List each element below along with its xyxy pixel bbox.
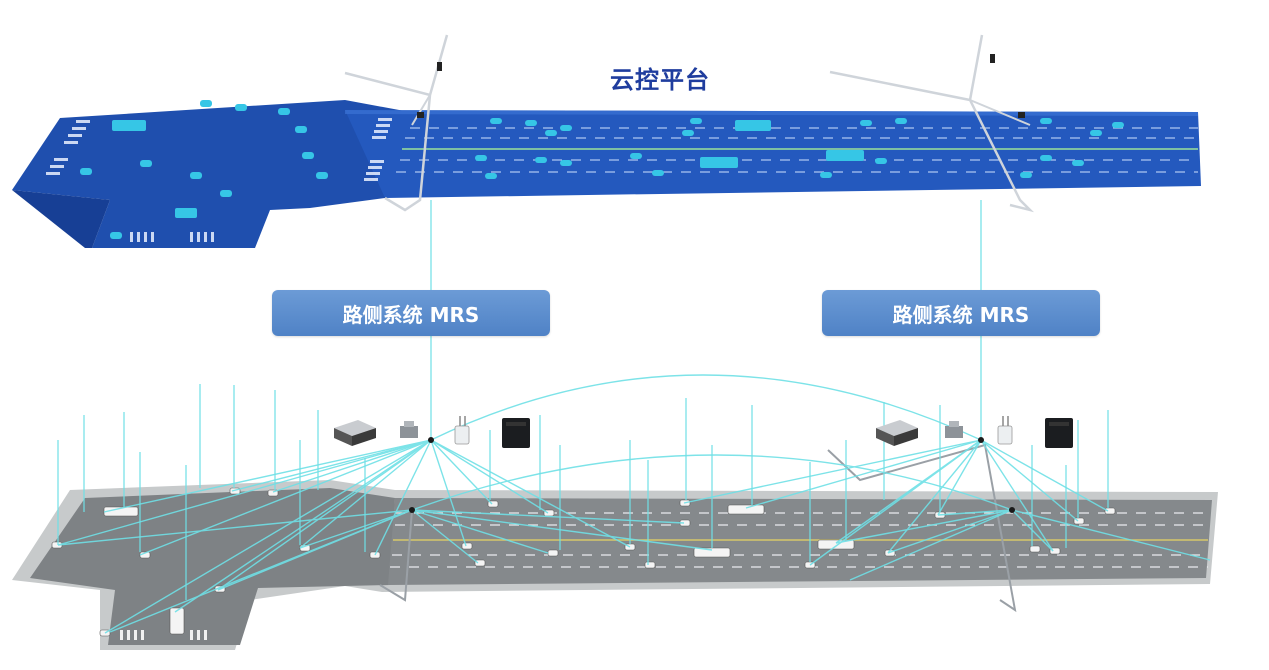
digital-twin-layer [12,34,1201,248]
physical-intersection [30,488,395,645]
edge-computing-unit-right [876,420,918,446]
data-beams [57,384,1109,600]
camera-device-left [400,421,418,438]
sensor-links [57,374,1211,634]
physical-road-layer [12,443,1218,650]
mrs-label-right: 路侧系统 MRS [822,290,1100,336]
digital-main-road [345,110,1201,198]
radar-device-left [454,416,470,445]
digital-intersection [12,100,410,248]
server-box-right [1045,418,1073,448]
server-box-left [502,418,530,448]
mrs-label-left: 路侧系统 MRS [272,290,550,336]
cloud-platform-title: 云控平台 [610,66,710,94]
sensor-nodes [409,437,1015,513]
camera-device-right [945,421,963,438]
radar-device-right [997,416,1013,445]
edge-computing-unit-left [334,420,376,446]
